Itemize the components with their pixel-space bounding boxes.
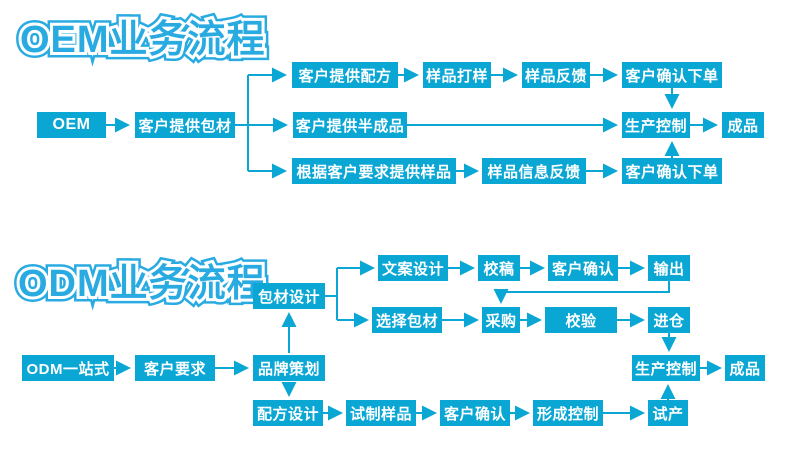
node-oem-finished: 成品	[722, 112, 764, 138]
node-oem-start: OEM	[37, 112, 106, 138]
node-oem-confirm-order-1: 客户确认下单	[622, 62, 722, 88]
node-odm-verification: 校验	[545, 307, 617, 333]
connector-odm-output-to-purchase	[493, 281, 670, 304]
node-odm-formula-design: 配方设计	[253, 400, 323, 426]
node-odm-packaging-design: 包材设计	[253, 283, 325, 309]
odm-title-white-outline: ODM业务流程	[15, 260, 268, 308]
node-oem-packaging: 客户提供包材	[135, 112, 235, 138]
connector-oem-branch-spine	[235, 75, 249, 171]
node-odm-trial-production: 试产	[648, 400, 688, 426]
connector-odm-packaging-design-spine	[325, 268, 338, 320]
node-odm-finished: 成品	[725, 355, 765, 381]
oem-title-outline: OEM业务流程	[15, 14, 271, 67]
odm-title-text: ODM业务流程	[18, 263, 266, 305]
odm-title: ODM业务流程 ODM业务流程 ODM业务流程	[13, 252, 318, 311]
node-oem-sample-by-request: 根据客户要求提供样品	[292, 158, 456, 184]
node-odm-copy-design: 文案设计	[378, 255, 448, 281]
node-odm-proofreading: 校稿	[478, 255, 520, 281]
node-odm-customer-confirm-2: 客户确认	[440, 400, 510, 426]
odm-title-outline: ODM业务流程	[13, 258, 271, 311]
node-odm-start: ODM一站式	[22, 355, 114, 381]
node-oem-confirm-order-2: 客户确认下单	[622, 158, 722, 184]
node-oem-sample-feedback: 样品反馈	[522, 62, 590, 88]
node-odm-output: 输出	[648, 255, 690, 281]
node-odm-customer-confirm-1: 客户确认	[548, 255, 618, 281]
node-odm-production-control: 生产控制	[632, 355, 700, 381]
node-odm-brand-planning: 品牌策划	[253, 355, 325, 381]
node-odm-customer-request: 客户要求	[135, 355, 215, 381]
oem-title-text: OEM业务流程	[20, 19, 266, 61]
oem-title: OEM业务流程 OEM业务流程 OEM业务流程	[15, 8, 320, 67]
node-odm-forming-control: 形成控制	[533, 400, 603, 426]
node-oem-formula: 客户提供配方	[292, 62, 398, 88]
node-odm-select-packaging: 选择包材	[372, 307, 442, 333]
oem-title-white-outline: OEM业务流程	[17, 16, 268, 64]
node-oem-sample-making: 样品打样	[423, 62, 491, 88]
node-odm-warehousing: 进仓	[648, 307, 690, 333]
node-odm-trial-sample: 试制样品	[346, 400, 416, 426]
node-odm-purchase: 采购	[482, 307, 520, 333]
node-oem-production-control: 生产控制	[622, 112, 690, 138]
node-oem-sample-info-feedback: 样品信息反馈	[482, 158, 586, 184]
node-oem-semi-finished: 客户提供半成品	[293, 112, 407, 138]
